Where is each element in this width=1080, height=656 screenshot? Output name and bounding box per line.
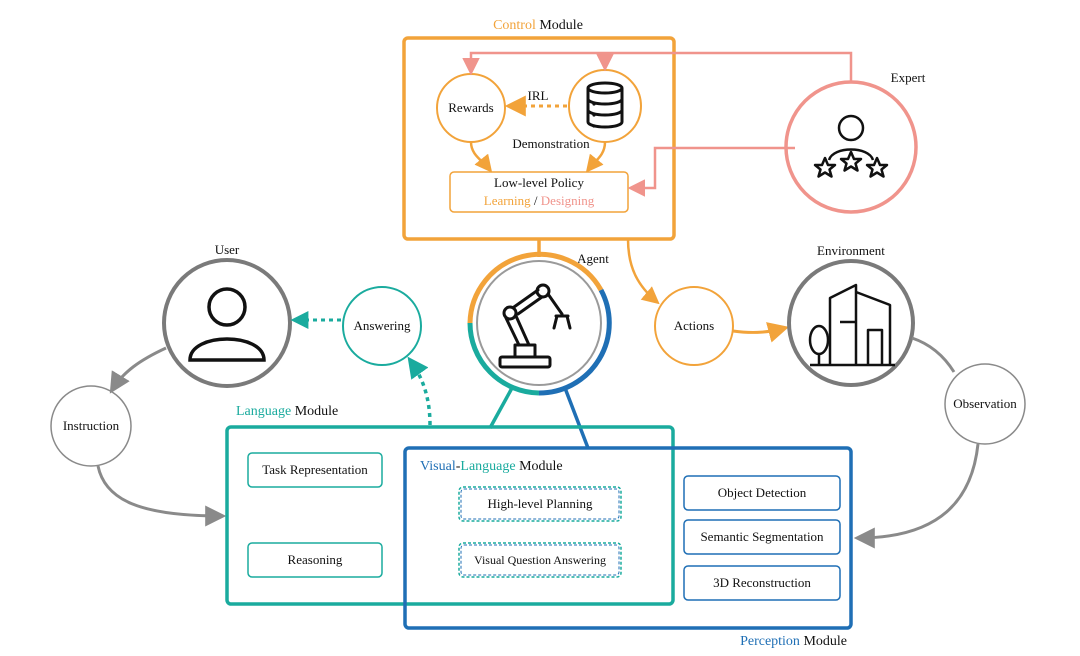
reasoning-box xyxy=(247,542,383,578)
semantic-segmentation-box xyxy=(683,519,841,555)
language-module: Language Module Task Representation Reas… xyxy=(225,404,675,606)
slash-text: / xyxy=(531,193,541,208)
user-node xyxy=(162,258,292,388)
control-to-actions-arrow xyxy=(626,238,660,305)
demonstration-to-policy-arrow xyxy=(585,141,607,173)
agent: Agent xyxy=(467,239,612,449)
user-to-instruction-arrow xyxy=(109,346,167,394)
perception-module-box xyxy=(403,446,853,630)
answering-node xyxy=(342,286,422,366)
visual-language-module: Visual-Language Module High-level Planni… xyxy=(420,459,622,578)
instruction: Instruction xyxy=(50,346,227,527)
agent-to-perception-line xyxy=(563,387,590,449)
object-detection-label: Object Detection xyxy=(718,485,807,500)
robot-arm-icon xyxy=(498,283,572,369)
actions: Actions xyxy=(626,238,790,366)
instruction-node xyxy=(50,385,132,467)
observation-node xyxy=(944,363,1026,445)
reasoning-label: Reasoning xyxy=(288,552,343,567)
task-representation-label: Task Representation xyxy=(262,462,368,477)
observation-label: Observation xyxy=(953,396,1017,411)
instruction-label: Instruction xyxy=(63,418,120,433)
agent-inner-circle xyxy=(476,260,602,386)
vl-title-dash: - xyxy=(456,459,461,474)
environment: Environment xyxy=(787,243,915,387)
environment-label: Environment xyxy=(817,243,885,258)
observation-to-perception-arrow xyxy=(853,443,980,549)
object-detection-box xyxy=(683,475,841,511)
agent-label: Agent xyxy=(577,251,609,266)
language-to-answering-arrow xyxy=(407,356,432,426)
visual-question-answering-label: Visual Question Answering xyxy=(474,553,606,567)
actions-label: Actions xyxy=(674,318,714,333)
agent-ring-orange xyxy=(467,251,604,324)
expert-to-policy-arrow xyxy=(627,146,795,197)
control-module-title: Control Module xyxy=(493,18,583,33)
control-module: Control Module Rewards Demonstration IRL… xyxy=(402,18,676,241)
language-module-title-colored: Language xyxy=(236,404,291,419)
vl-title-rest: Module xyxy=(516,459,563,474)
demonstration-node xyxy=(568,69,642,143)
expert-label: Expert xyxy=(891,70,926,85)
expert-rating-icon xyxy=(813,114,889,178)
perception-module-title-rest: Module xyxy=(800,634,847,649)
agent-to-language-line xyxy=(488,387,514,429)
learning-text: Learning xyxy=(484,193,531,208)
designing-text: Designing xyxy=(541,193,595,208)
rewards-to-policy-arrow xyxy=(469,141,493,173)
expert: Expert xyxy=(462,51,926,214)
observation: Observation xyxy=(853,336,1026,549)
low-level-policy-subtitle: Learning / Designing xyxy=(484,193,595,208)
perception-module-title: Perception Module xyxy=(740,634,847,649)
user: User xyxy=(162,242,292,388)
control-module-title-colored: Control xyxy=(493,18,536,33)
3d-reconstruction-box xyxy=(683,565,841,601)
expert-feedback-arrows xyxy=(462,51,853,82)
low-level-policy-title: Low-level Policy xyxy=(494,175,584,190)
perception-module-title-colored: Perception xyxy=(740,634,800,649)
actions-to-environment-arrow xyxy=(732,322,790,343)
language-module-box xyxy=(225,425,675,606)
user-label: User xyxy=(215,242,240,257)
perception-module: Perception Module Object Detection Seman… xyxy=(403,446,853,649)
high-level-planning-label: High-level Planning xyxy=(487,496,593,511)
actions-node xyxy=(654,286,734,366)
building-icon xyxy=(808,283,895,367)
instruction-to-language-arrow xyxy=(96,465,227,527)
vl-title-visual: Visual xyxy=(420,459,456,474)
rewards-label: Rewards xyxy=(448,100,494,115)
irl-label: IRL xyxy=(528,88,549,103)
database-icon xyxy=(586,81,624,129)
agent-ring-teal xyxy=(467,322,540,396)
demonstration-label: Demonstration xyxy=(512,136,590,151)
answering-label: Answering xyxy=(353,318,411,333)
person-icon xyxy=(188,287,266,362)
expert-node xyxy=(784,80,918,214)
language-module-title: Language Module xyxy=(236,404,338,419)
vl-title-language: Language xyxy=(460,459,515,474)
high-level-planning-box xyxy=(458,486,622,522)
environment-to-observation-arrow xyxy=(911,336,956,373)
language-module-title-rest: Module xyxy=(291,404,338,419)
semantic-segmentation-label: Semantic Segmentation xyxy=(700,529,824,544)
control-module-title-rest: Module xyxy=(536,18,583,33)
visual-language-module-title: Visual-Language Module xyxy=(420,459,563,474)
task-representation-box xyxy=(247,452,383,488)
agent-ring-blue xyxy=(538,288,612,396)
answering: Answering xyxy=(290,286,432,426)
3d-reconstruction-label: 3D Reconstruction xyxy=(713,575,811,590)
visual-question-answering-box xyxy=(458,542,622,578)
